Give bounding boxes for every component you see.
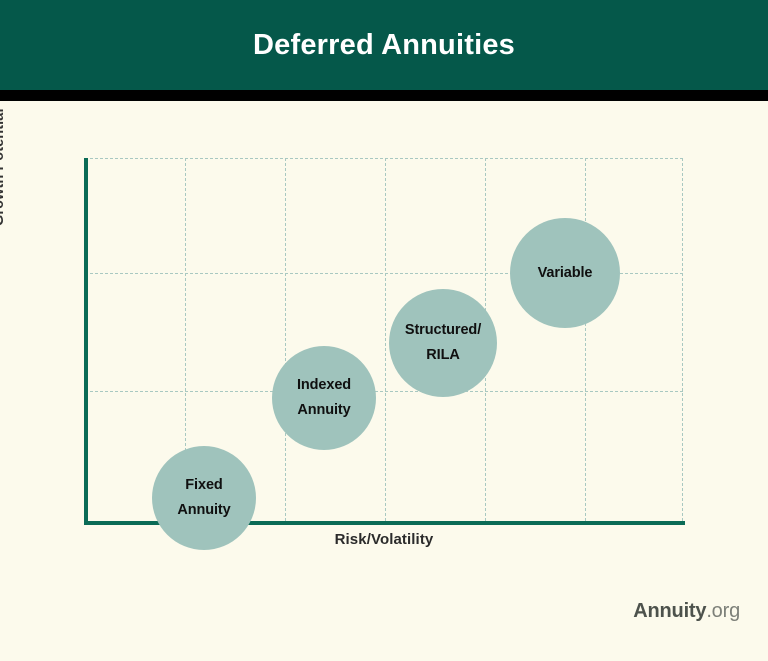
- gridline-vertical-5: [585, 158, 586, 521]
- logo-tld-text: .org: [706, 600, 740, 622]
- bubble-structured-rila[interactable]: Structured/ RILA: [389, 289, 497, 397]
- bubble-variable[interactable]: Variable: [510, 218, 620, 328]
- gridline-vertical-2: [285, 158, 286, 521]
- annuity-org-logo: Annuity.org: [633, 600, 740, 623]
- chart-container: Growth Potential Risk/Volatility Fixed A…: [0, 101, 768, 661]
- gridline-horizontal-lower: [85, 391, 683, 392]
- page-title: Deferred Annuities: [253, 28, 515, 61]
- bubble-label-line: Indexed: [296, 377, 352, 394]
- logo-brand-text: Annuity: [633, 600, 707, 622]
- bubble-indexed-annuity[interactable]: Indexed Annuity: [272, 346, 376, 450]
- y-axis-label: Growth Potential: [0, 108, 7, 226]
- x-axis-line: [84, 521, 685, 525]
- header-banner: Deferred Annuities: [0, 0, 768, 90]
- bubble-label-line: Annuity: [177, 502, 231, 518]
- bubble-fixed-annuity[interactable]: Fixed Annuity: [152, 446, 256, 550]
- y-axis-line: [84, 158, 88, 525]
- bubble-label-line: RILA: [426, 347, 460, 363]
- gridline-vertical-6: [682, 158, 683, 521]
- bubble-label-line: Annuity: [297, 402, 351, 418]
- header-divider: [0, 90, 768, 101]
- gridline-horizontal-top: [85, 158, 683, 159]
- bubble-label-line: Variable: [537, 264, 593, 281]
- gridline-vertical-3: [385, 158, 386, 521]
- x-axis-label: Risk/Volatility: [334, 531, 434, 548]
- bubble-label-line: Structured/: [404, 322, 482, 339]
- bubble-label-line: Fixed: [185, 477, 223, 494]
